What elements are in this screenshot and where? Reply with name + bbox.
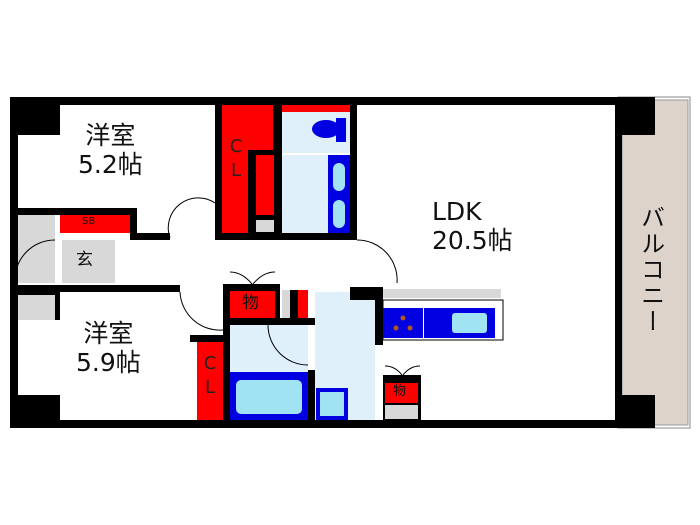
shoe-box — [60, 215, 130, 233]
room-name: 洋室 — [83, 319, 134, 348]
shoe-box-label: SB — [82, 216, 96, 227]
closet-letter: C — [229, 136, 243, 157]
closet-2 — [190, 335, 230, 342]
western-room-2-label: 洋室 5.9帖 — [76, 319, 141, 378]
balcony-area — [621, 99, 689, 426]
ldk-label: LDK 20.5帖 — [432, 197, 513, 256]
entrance-floor — [62, 240, 115, 283]
room-name: 洋室 — [85, 121, 136, 150]
room-size: 20.5帖 — [432, 225, 513, 255]
balcony-label: バルコニー — [636, 205, 665, 335]
storage-1-label: 物 — [242, 293, 259, 313]
room-size: 5.2帖 — [78, 149, 143, 179]
room-size: 5.9帖 — [76, 347, 141, 377]
closet-letter: C — [203, 353, 217, 374]
closet-2-label: C L — [200, 352, 220, 401]
closet-letter: L — [204, 377, 216, 399]
closet-1-label: C L — [226, 135, 246, 184]
stove-icon — [383, 308, 423, 338]
entrance-label: 玄 — [76, 250, 93, 270]
ldk-floor — [357, 105, 615, 420]
toilet-icon — [312, 120, 340, 138]
western-room-1-label: 洋室 5.2帖 — [78, 121, 143, 180]
closet-letter: L — [230, 160, 242, 182]
storage-2-label: 物 — [393, 384, 407, 399]
walls — [10, 97, 655, 428]
room-name: LDK — [432, 197, 482, 226]
door-swings — [14, 197, 421, 376]
